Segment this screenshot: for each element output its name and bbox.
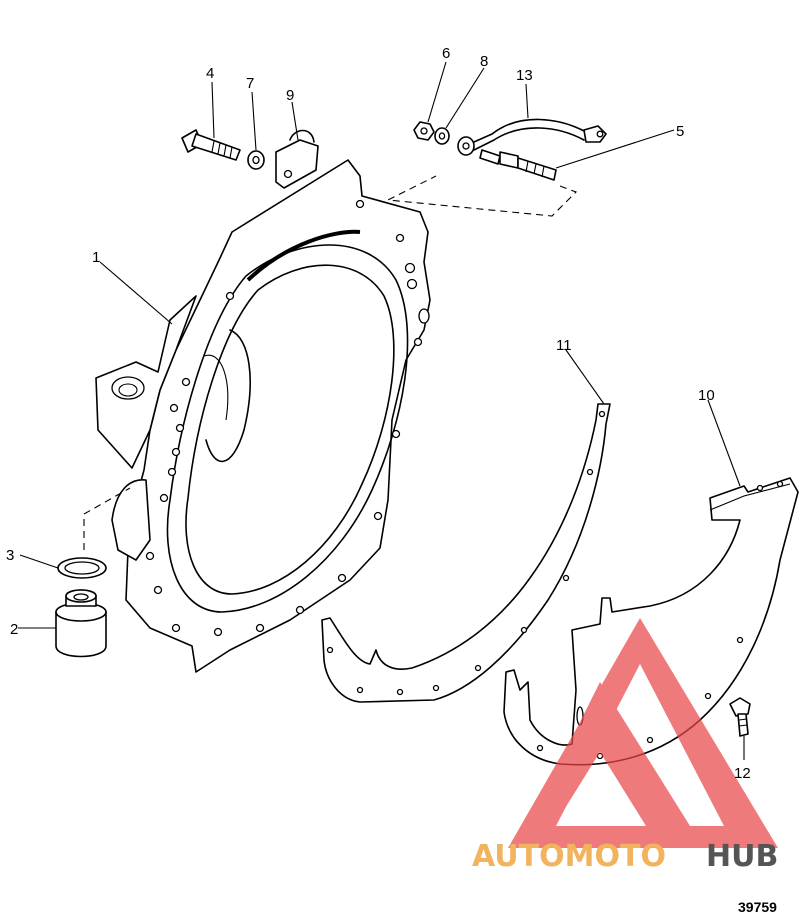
callout-7: 7 [246, 75, 254, 92]
callout-2: 2 [10, 621, 18, 638]
callout-1: 1 [92, 249, 100, 266]
washer-7 [247, 150, 265, 170]
callout-12: 12 [734, 765, 751, 782]
ground-cable-13 [457, 118, 607, 156]
callout-5: 5 [676, 123, 684, 140]
bolt-4 [181, 129, 241, 161]
callout-labels: 1 2 3 4 5 6 7 8 9 10 11 12 13 [6, 45, 751, 782]
callout-9: 9 [286, 87, 294, 104]
callout-4: 4 [206, 65, 214, 82]
gasket-11 [321, 403, 611, 703]
callout-10: 10 [698, 387, 715, 404]
callout-11: 11 [556, 337, 572, 354]
callout-3: 3 [6, 547, 14, 564]
gasket-holes [326, 410, 606, 696]
watermark-logo [508, 618, 778, 848]
leader-lines [18, 61, 745, 760]
flywheel-housing [95, 159, 431, 673]
flange-bolt-holes [145, 199, 430, 637]
stud-install-path [386, 175, 577, 217]
drawing-number: 39759 [738, 899, 777, 915]
callout-13: 13 [516, 67, 533, 84]
cup-2 [55, 589, 107, 658]
washer-8 [434, 127, 450, 145]
nut-6 [413, 121, 435, 141]
seal-ring-3 [57, 557, 107, 579]
seal-install-path [83, 487, 131, 550]
screw-12 [729, 697, 751, 737]
callout-8: 8 [480, 53, 488, 70]
stud-5 [479, 149, 557, 181]
watermark-text-b: HUB [706, 839, 778, 874]
clip-9 [275, 129, 319, 189]
callout-6: 6 [442, 45, 450, 62]
watermark-text-a: AUTOMOTO [472, 839, 666, 874]
cover-plate-10 [503, 477, 799, 766]
